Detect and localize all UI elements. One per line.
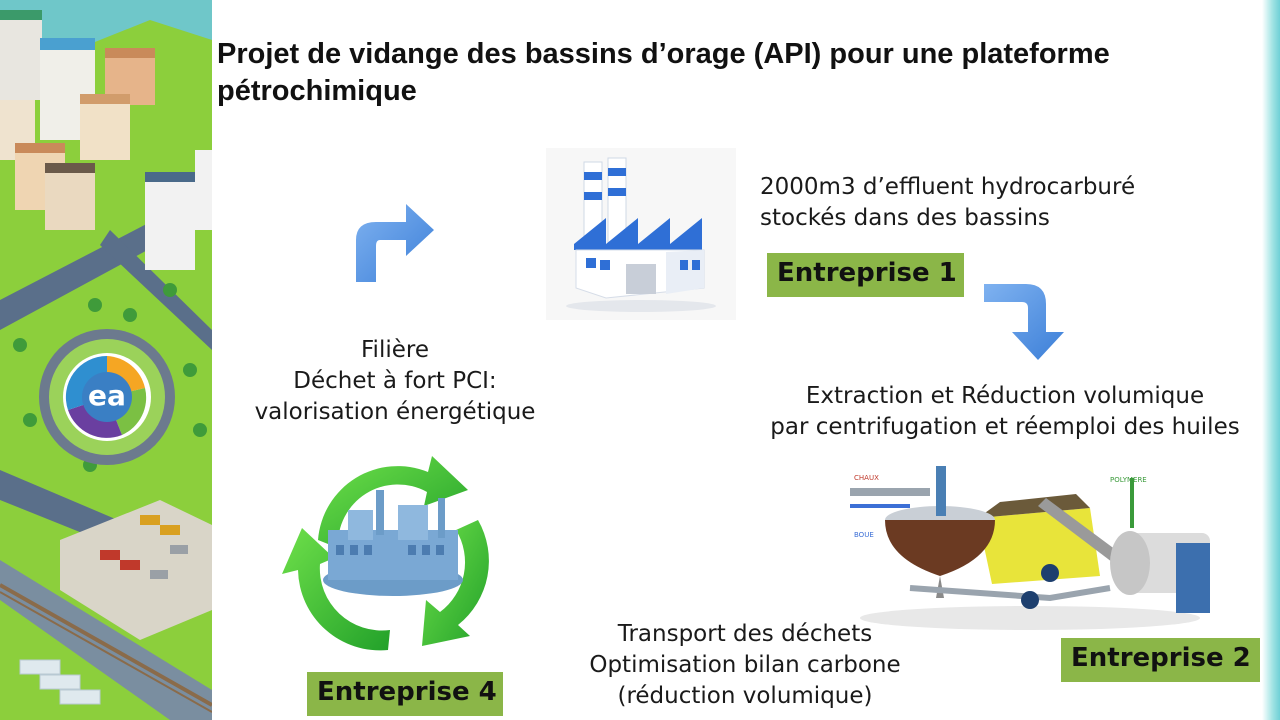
- step2-description: Extraction et Réduction volumique par ce…: [740, 381, 1270, 443]
- step4-line-1: Filière: [361, 337, 429, 363]
- arrow-turn-down-icon: [982, 280, 1067, 362]
- page-title: Projet de vidange des bassins d’orage (A…: [217, 38, 1110, 107]
- label-polymere: POLYMERE: [1110, 476, 1147, 484]
- step3-description: Transport des déchets Optimisation bilan…: [555, 619, 935, 712]
- step4-line-3: valorisation énergétique: [254, 399, 536, 425]
- city-illustration: ea: [0, 0, 212, 720]
- step4-line-2: Déchet à fort PCI:: [293, 368, 497, 394]
- edge-glow: [1262, 0, 1280, 720]
- step4-description: Filière Déchet à fort PCI: valorisation …: [230, 335, 560, 428]
- step2-line-1: Extraction et Réduction volumique: [805, 383, 1205, 409]
- step3-line-1: Transport des déchets: [617, 621, 873, 647]
- company-badge-entreprise-2: Entreprise 2: [1061, 638, 1260, 682]
- centrifuge-diagram: CHAUX BOUE POLYMERE: [850, 458, 1220, 633]
- step3-line-3: (réduction volumique): [617, 683, 873, 709]
- label-chaux: CHAUX: [854, 474, 879, 482]
- company-badge-entreprise-1: Entreprise 1: [767, 253, 964, 297]
- step3-line-2: Optimisation bilan carbone: [589, 652, 901, 678]
- arrow-turn-right-icon: [350, 200, 440, 285]
- step1-line-1: 2000m3 d’effluent hydrocarburé: [760, 174, 1136, 200]
- company-badge-entreprise-4: Entreprise 4: [307, 672, 503, 716]
- recycling-arrows-icon: [278, 450, 508, 665]
- label-boue: BOUE: [854, 531, 874, 539]
- factory-icon: [546, 148, 736, 320]
- step2-line-2: par centrifugation et réemploi des huile…: [770, 414, 1240, 440]
- logo-text: ea: [88, 379, 126, 412]
- step1-line-2: stockés dans des bassins: [760, 205, 1050, 231]
- step1-description: 2000m3 d’effluent hydrocarburé stockés d…: [760, 172, 1135, 234]
